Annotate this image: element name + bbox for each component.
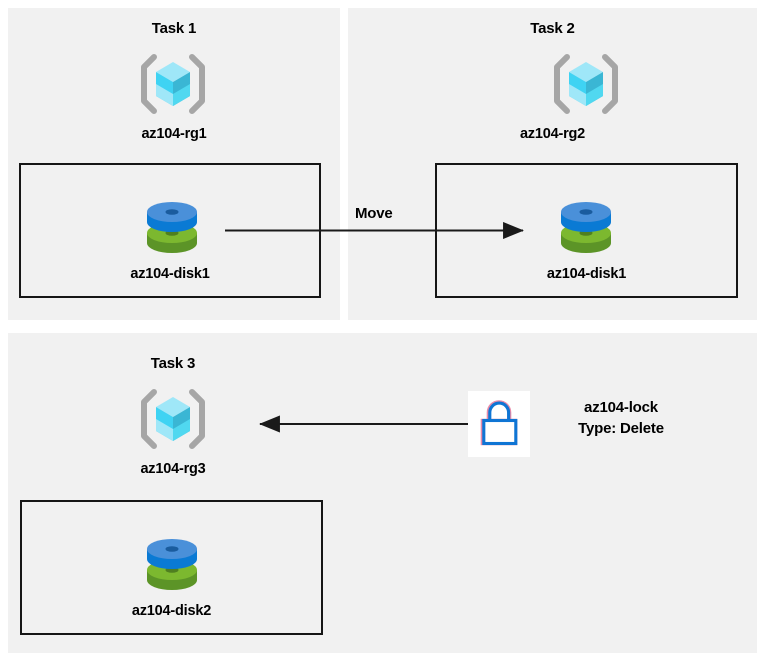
- task-3-title: Task 3: [150, 355, 196, 372]
- task-1-resource-group-label: az104-rg1: [141, 126, 207, 142]
- resource-group-icon-svg: [554, 54, 618, 114]
- resource-group-icon: [553, 53, 619, 115]
- lock-name-label: az104-lock: [584, 399, 658, 416]
- managed-disk-icon: [557, 199, 615, 255]
- lock-icon-tile: [468, 391, 530, 457]
- managed-disk-icon-svg: [561, 202, 611, 253]
- task-3-resource-group-label: az104-rg3: [140, 461, 206, 477]
- task-3-resource-label: az104-disk2: [131, 603, 212, 619]
- lock-icon: [480, 400, 518, 446]
- resource-group-icon: [140, 53, 206, 115]
- managed-disk-icon: [143, 536, 201, 592]
- managed-disk-icon: [143, 199, 201, 255]
- task-1-resource-label: az104-disk1: [130, 266, 210, 282]
- task-2-resource-label: az104-disk1: [546, 266, 627, 282]
- lock-arrow: [259, 415, 469, 433]
- move-arrow: [225, 221, 524, 240]
- resource-group-icon: [140, 388, 206, 450]
- lock-type-label: Type: Delete: [578, 420, 664, 437]
- move-connector-label: Move: [355, 205, 393, 222]
- panel-task-3: [8, 333, 757, 653]
- resource-group-icon-svg: [141, 389, 205, 449]
- resource-group-icon-svg: [141, 54, 205, 114]
- task-3-resource-box: [20, 500, 323, 635]
- task-1-title: Task 1: [151, 20, 197, 37]
- task-2-title: Task 2: [530, 20, 575, 37]
- task-2-resource-group-label: az104-rg2: [519, 126, 586, 142]
- managed-disk-icon-svg: [147, 539, 197, 590]
- managed-disk-icon-svg: [147, 202, 197, 253]
